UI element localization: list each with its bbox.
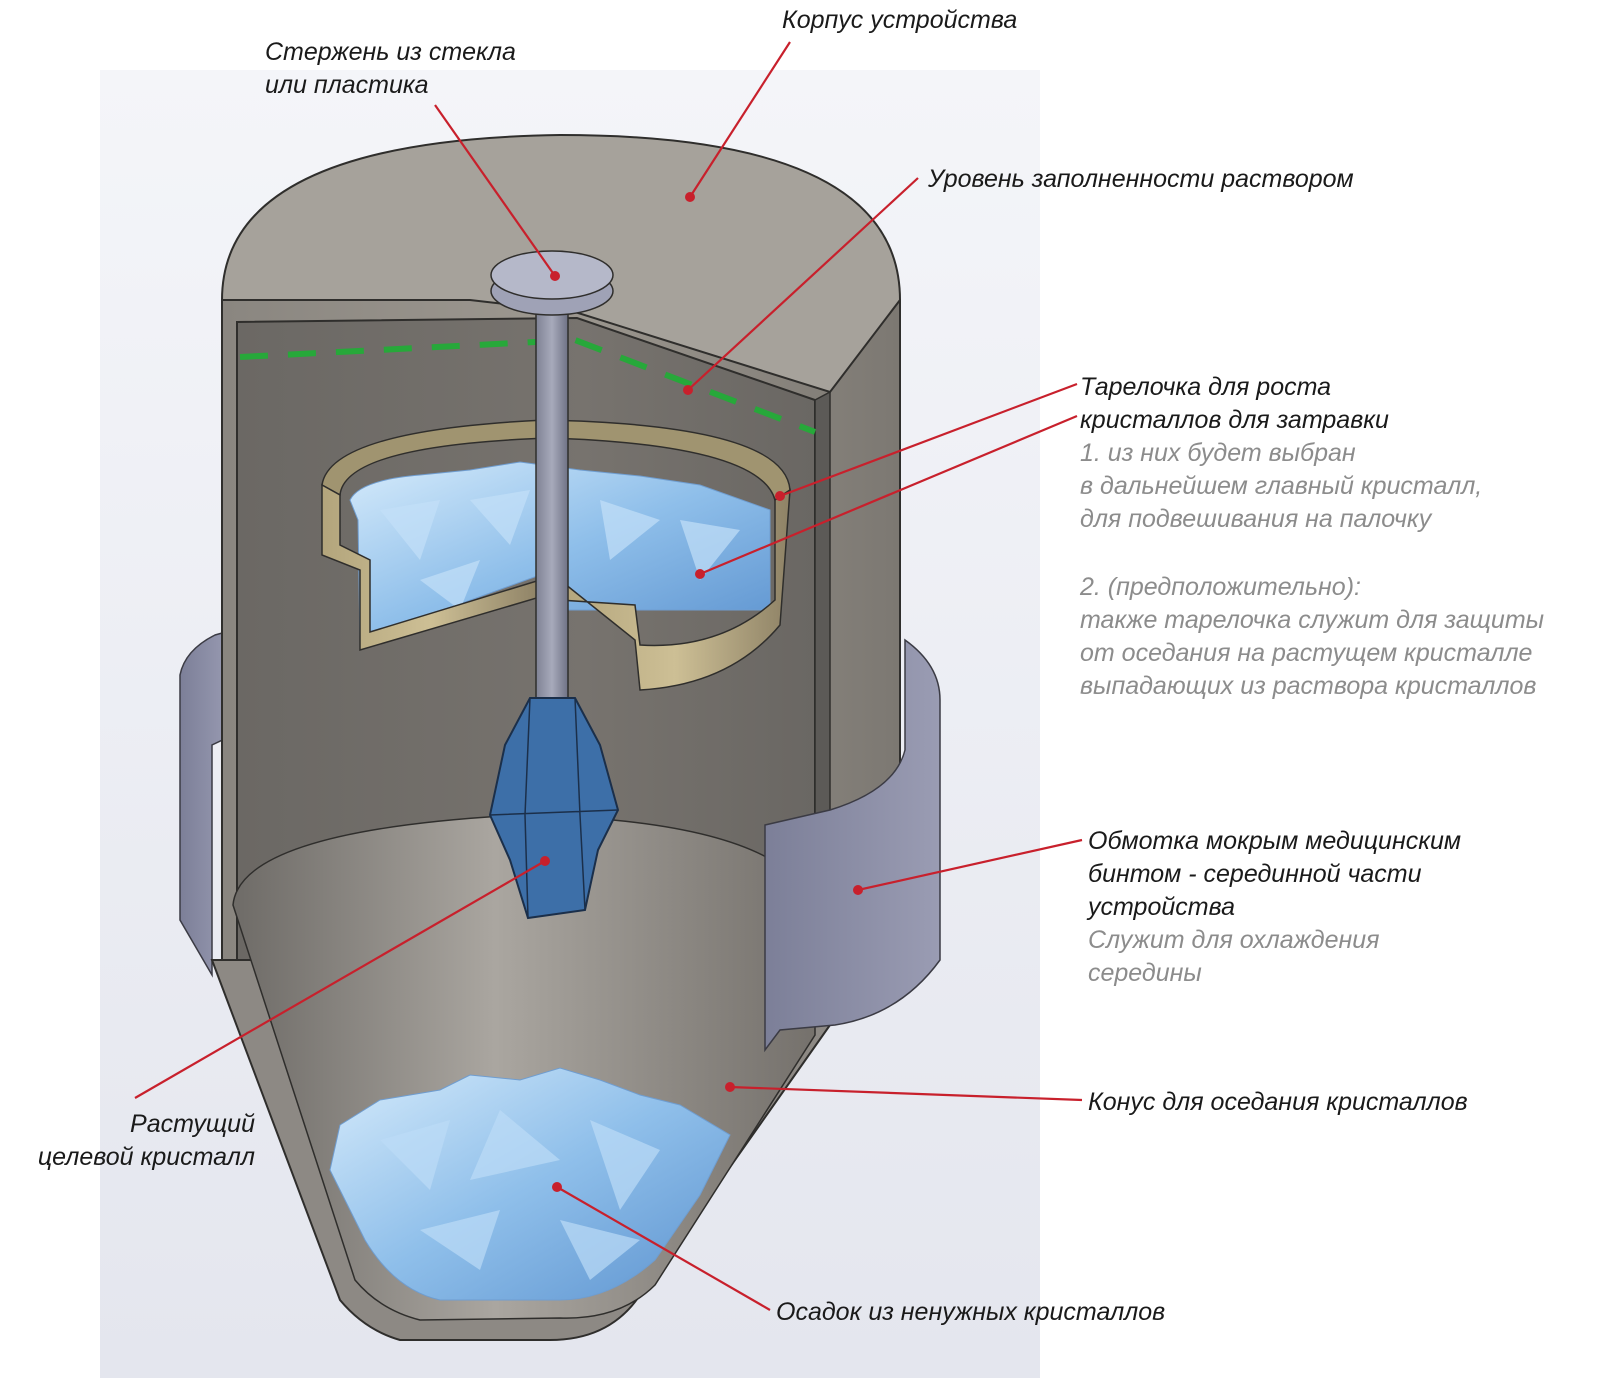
target-crystal-facets — [489, 697, 619, 919]
leader-dot-housing — [685, 192, 695, 202]
label-rod-line1: Стержень из стекла — [265, 38, 516, 66]
leader-target — [134, 860, 546, 1099]
label-rod-line2: или пластика — [265, 71, 429, 99]
leader-dot-rod — [550, 271, 560, 281]
sediment-crystal-facets — [380, 1110, 660, 1280]
leader-sediment — [556, 1186, 771, 1311]
label-dish-note1: 1. из них будет выбран — [1080, 439, 1356, 467]
leader-dish-rim — [779, 382, 1078, 498]
label-wrap-line2: бинтом - серединной части — [1088, 860, 1422, 888]
label-dish-line2: кристаллов для затравки — [1080, 406, 1389, 434]
leader-wrap — [857, 838, 1083, 892]
label-sediment: Осадок из ненужных кристаллов — [776, 1298, 1166, 1326]
label-target-line2: целевой кристалл — [37, 1143, 255, 1171]
bandage-left-part — [179, 629, 234, 978]
label-dish-note2: в дальнейшем главный кристалл, — [1080, 472, 1483, 500]
leader-dot-fill-level — [683, 385, 693, 395]
leader-dot-wrap — [853, 885, 863, 895]
label-dish-note3: для подвешивания на палочку — [1080, 505, 1432, 533]
leader-lines — [134, 41, 1083, 1311]
leader-dot-dish-crystals — [695, 569, 705, 579]
leader-cone — [729, 1085, 1083, 1102]
leader-dish-crystals — [699, 414, 1078, 576]
label-target-line1: Растущий — [130, 1110, 255, 1138]
leader-dot-cone — [725, 1082, 735, 1092]
label-dish-note5: также тарелочка служит для защиты — [1080, 606, 1545, 634]
label-dish-note6: от оседания на растущем кристалле — [1080, 639, 1533, 667]
label-dish-note4: 2. (предположительно): — [1080, 573, 1361, 601]
seed-dish-front-wall-right — [559, 488, 791, 691]
label-cone: Конус для оседания кристаллов — [1088, 1088, 1468, 1116]
label-wrap-note1: Служит для охлаждения — [1088, 926, 1380, 954]
label-dish-note7: выпадающих из раствора кристаллов — [1080, 672, 1537, 700]
label-fill-level: Уровень заполненности раствором — [928, 165, 1354, 193]
leader-dot-target — [540, 856, 550, 866]
label-wrap-note2: середины — [1088, 959, 1202, 987]
leader-fill-level — [687, 177, 919, 391]
label-wrap-line1: Обмотка мокрым медицинским — [1088, 827, 1462, 855]
leader-dot-sediment — [552, 1182, 562, 1192]
bandage-right-part — [764, 638, 941, 1053]
leader-housing — [689, 41, 791, 198]
leader-dot-dish-rim — [775, 491, 785, 501]
label-dish-line1: Тарелочка для роста — [1080, 373, 1332, 401]
glass-rod — [535, 294, 569, 711]
label-wrap-line3: устройства — [1088, 893, 1235, 921]
label-housing: Корпус устройства — [782, 6, 1018, 34]
leader-dots — [540, 192, 863, 1192]
fill-level-dashed-line — [239, 336, 817, 435]
leader-rod — [434, 104, 556, 277]
seed-crystal-facets — [380, 490, 740, 610]
